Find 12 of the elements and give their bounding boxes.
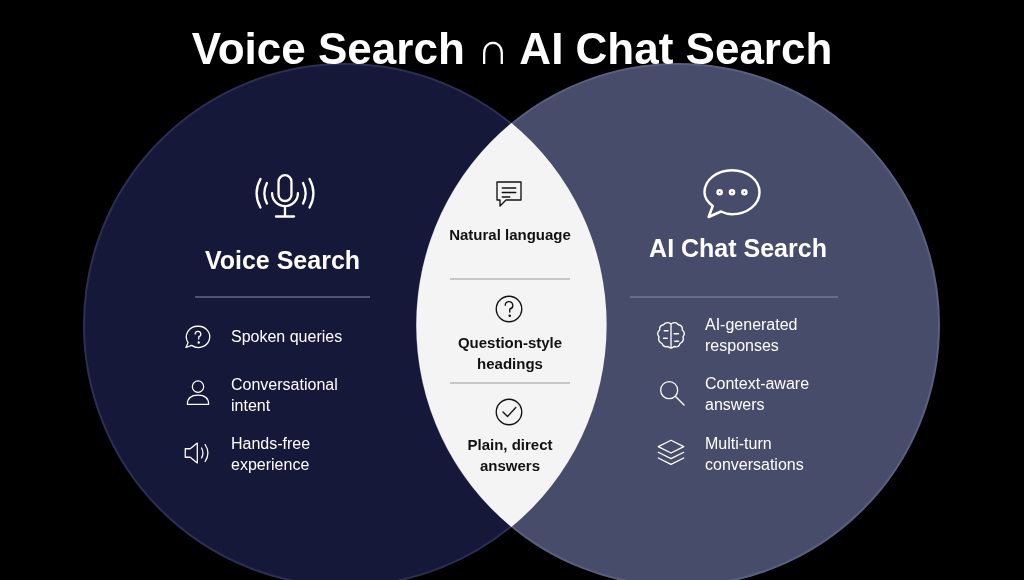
diagram-title: Voice Search ∩ AI Chat Search xyxy=(190,23,834,75)
item-text: Spoken queries xyxy=(231,327,344,347)
overlap-text: Plain, direct answers xyxy=(466,435,554,476)
item-text: Hands-free experience xyxy=(231,434,312,475)
item-text: Multi-turn conversations xyxy=(705,434,805,475)
circle-heading: AI Chat Search xyxy=(648,233,828,263)
circle-heading: Voice Search xyxy=(203,245,362,275)
item-text: AI-generated responses xyxy=(705,315,799,356)
item-text: Conversational intent xyxy=(231,375,339,416)
overlap-text: Question-style headings xyxy=(456,333,564,374)
overlap-text: Natural language xyxy=(448,225,572,245)
item-text: Context-aware answers xyxy=(705,374,811,415)
